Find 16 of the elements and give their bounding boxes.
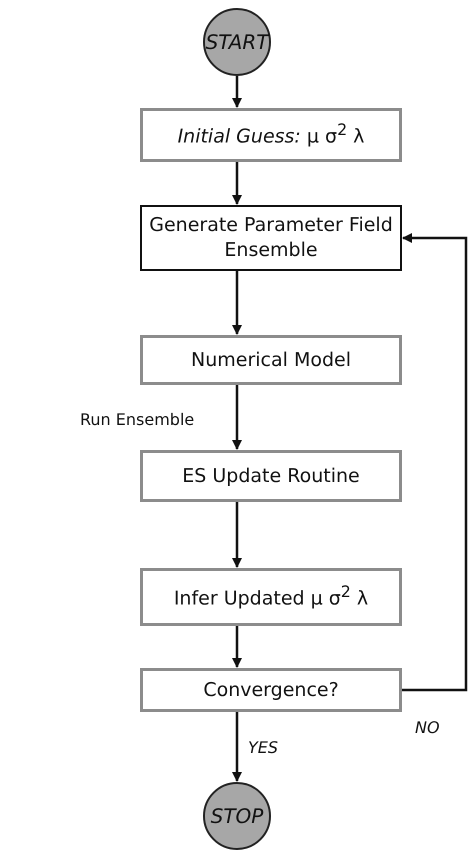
arrow (232, 76, 242, 108)
arrow (402, 233, 468, 692)
arrow (232, 626, 242, 668)
arrow (232, 162, 242, 205)
process-box: Generate Parameter Field Ensemble (140, 205, 402, 271)
process-box: Convergence? (140, 668, 402, 712)
process-box: Infer Updated μ σ$^{2}$ λ (140, 568, 402, 626)
arrow (232, 712, 242, 782)
arrow (232, 385, 242, 450)
process-box: Initial Guess: μ σ$^{2}$ λ (140, 108, 402, 162)
arrow (232, 271, 242, 335)
terminal-circle: STOP (203, 782, 271, 850)
arrow (232, 502, 242, 568)
terminal-circle: START (203, 8, 271, 76)
process-box: ES Update Routine (140, 450, 402, 502)
process-box: Numerical Model (140, 335, 402, 385)
